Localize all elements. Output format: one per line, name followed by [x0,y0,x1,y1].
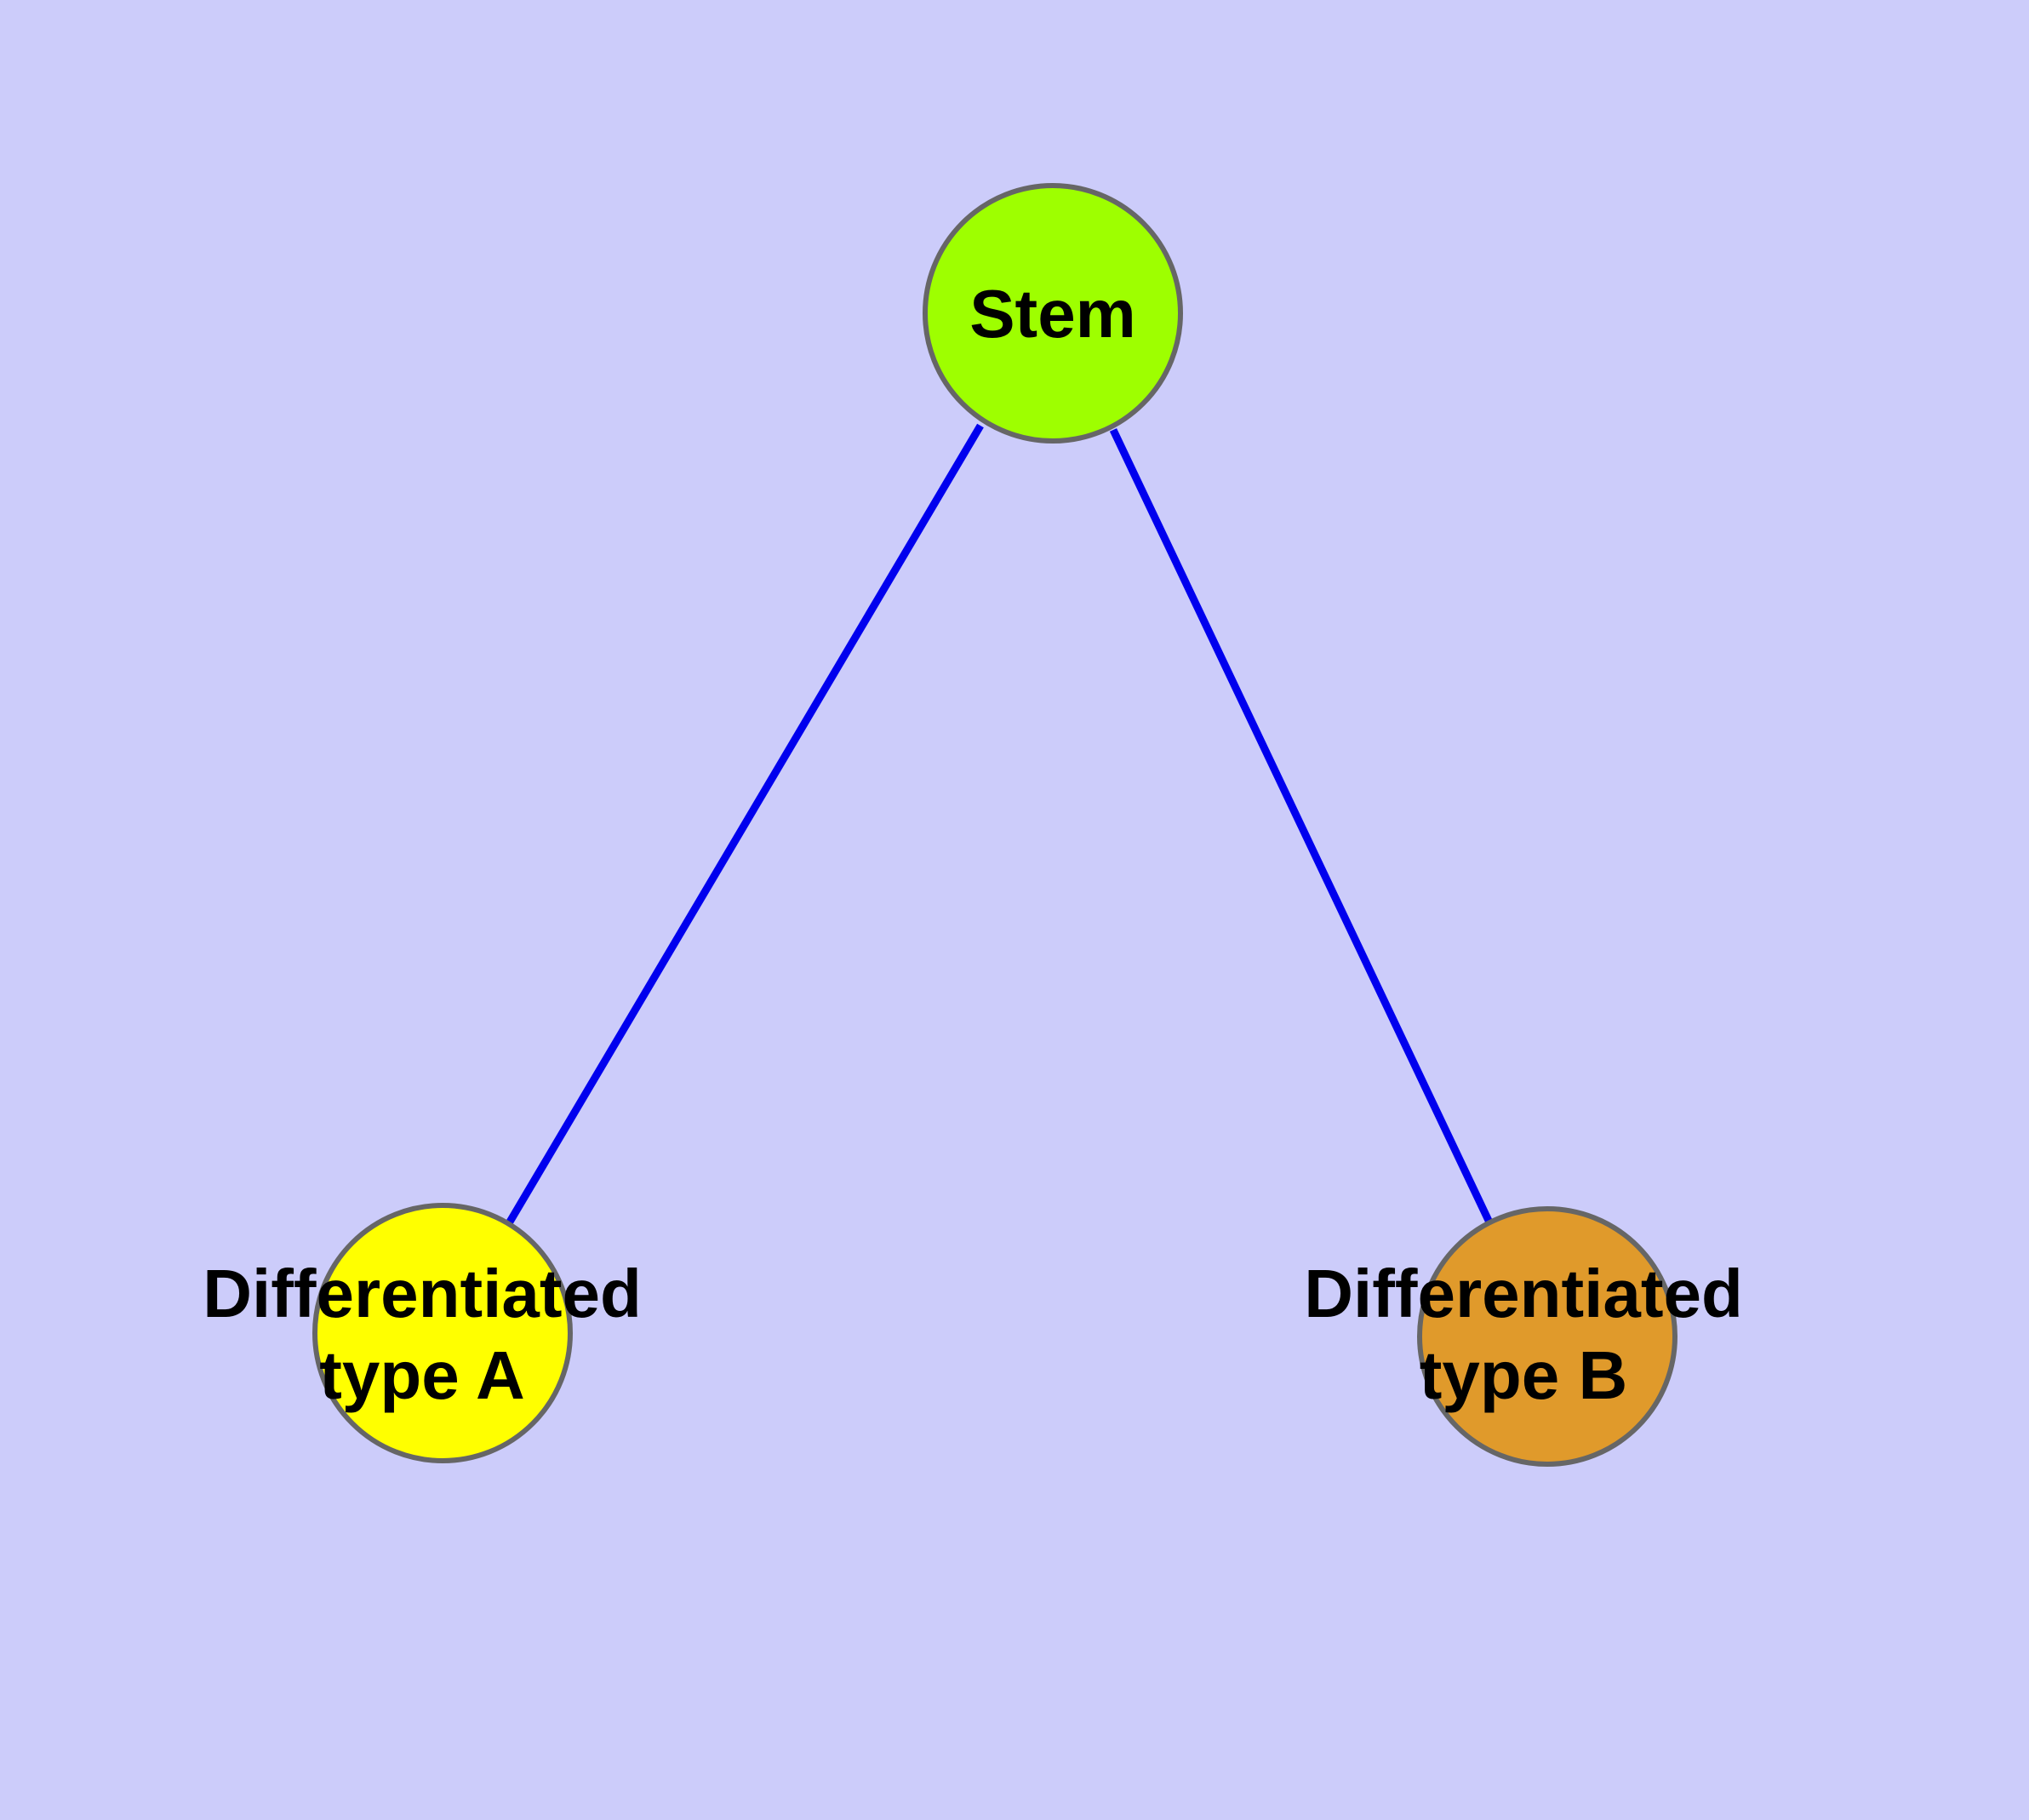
node-label-line: Differentiated [1304,1256,1743,1331]
node-label-line: type A [319,1337,525,1413]
node-label-stem: Stem [969,276,1136,352]
nodes-layer [312,183,1677,1467]
graph-node-stem[interactable] [923,183,1183,444]
node-label-line: type B [1420,1337,1628,1413]
edges-layer [506,423,1495,1226]
graph-node-diff-a[interactable] [312,1203,573,1463]
graph-edge-stem-to-diff-b[interactable] [1109,428,1495,1226]
graph-node-diff-b[interactable] [1417,1206,1677,1467]
graph-edge-stem-to-diff-a[interactable] [506,423,984,1226]
node-label-line: Stem [969,276,1136,352]
node-label-line: Differentiated [203,1256,642,1331]
